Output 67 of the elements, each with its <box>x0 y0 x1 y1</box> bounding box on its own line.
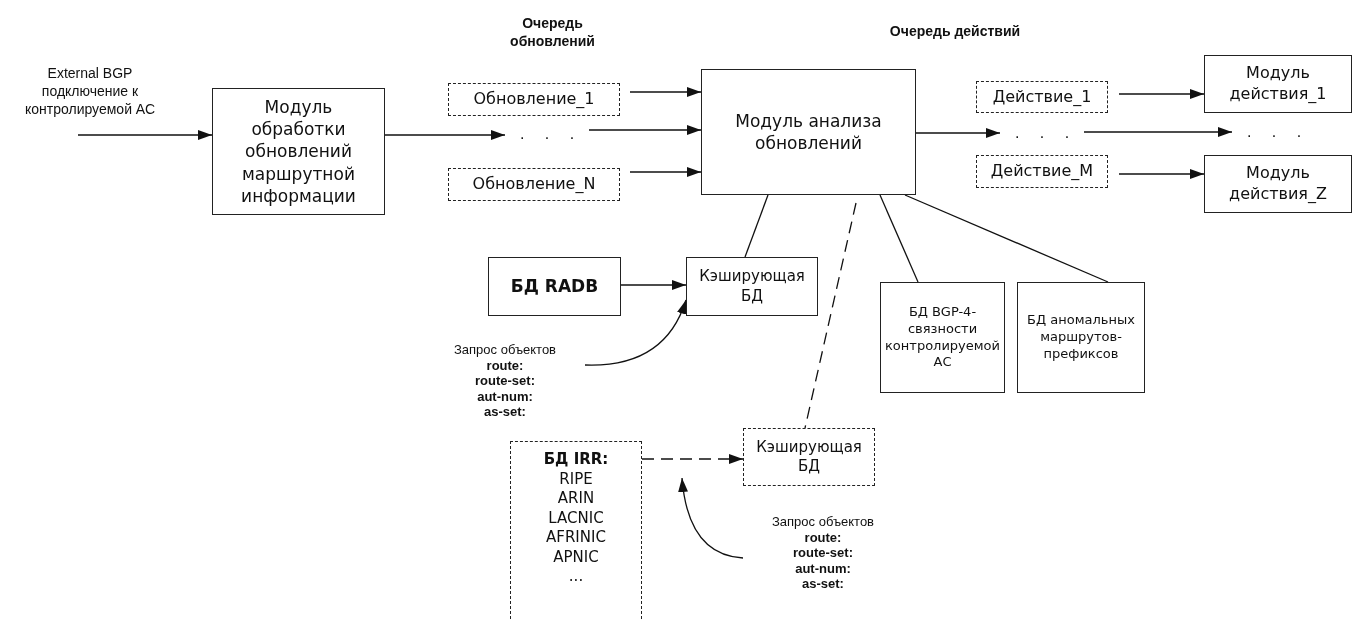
arrow <box>915 128 1001 138</box>
object-type-text: aut-num: <box>477 388 533 405</box>
arrow <box>641 454 744 464</box>
queue-box <box>976 81 1108 113</box>
arrow <box>77 130 213 140</box>
process-box <box>488 257 621 316</box>
process-box <box>1204 55 1352 113</box>
box-text: БД BGP-4-связности контролируемой АС <box>885 303 1000 372</box>
connector-line <box>744 194 769 258</box>
query-text: Запрос объектов <box>771 514 875 530</box>
list-item: LACNIC <box>548 508 604 528</box>
box-text: Кэширующая БД <box>698 267 806 306</box>
connector-line <box>804 202 857 429</box>
ellipsis-text: . . . <box>1000 121 1084 145</box>
box-text: БД аномальных маршрутов-префиксов <box>1026 312 1136 363</box>
queue-box <box>448 83 620 116</box>
list-item: ARIN <box>557 489 595 509</box>
list-item: AFRINIC <box>546 528 606 548</box>
process-box <box>701 69 916 195</box>
queue-heading: Очередь действий <box>888 22 1022 41</box>
connector-line <box>879 194 919 283</box>
object-type-text: aut-num: <box>795 560 851 577</box>
box-text: Действие_M <box>990 161 1094 182</box>
arrow <box>620 280 687 290</box>
box-text: БД IRR: <box>543 450 609 470</box>
connector-line <box>904 194 1109 283</box>
box-text: Модуль действия_1 <box>1228 63 1328 105</box>
queue-heading: Очередь обновлений <box>509 14 596 51</box>
box-text: Модуль действия_Z <box>1228 163 1328 205</box>
box-text: Обновление_N <box>472 174 596 195</box>
process-box <box>1017 282 1145 393</box>
arrow <box>384 130 506 140</box>
process-box <box>212 88 385 215</box>
queue-box <box>510 441 642 619</box>
ellipsis-text: . . . <box>505 122 589 146</box>
object-type-text: as-set: <box>802 576 844 592</box>
box-text: Действие_1 <box>992 86 1092 108</box>
arrow <box>584 299 687 366</box>
queue-box <box>976 155 1108 188</box>
process-box <box>880 282 1005 393</box>
object-type-text: route-set: <box>793 545 853 561</box>
leader-arrow <box>678 477 744 559</box>
query-text: Запрос объектов <box>453 342 557 358</box>
object-type-text: route: <box>486 357 524 374</box>
object-type-text: as-set: <box>484 404 526 420</box>
arrow <box>1083 127 1233 137</box>
process-box <box>1204 155 1352 213</box>
list-item: APNIC <box>553 547 599 567</box>
arrow <box>1118 169 1205 179</box>
arrow <box>1118 89 1205 99</box>
box-text: Модуль обработки обновлений маршрутной информации <box>240 96 357 207</box>
object-type-text: route: <box>804 529 842 546</box>
list-item: RIPE <box>559 469 593 489</box>
box-text: Модуль анализа обновлений <box>734 109 883 155</box>
ellipsis-text: . . . <box>1232 120 1316 144</box>
box-text: Обновление_1 <box>473 89 595 110</box>
process-box <box>686 257 818 316</box>
input-label: External BGP подключение к контролируемой АС <box>24 64 156 119</box>
queue-box <box>448 168 620 201</box>
box-text: Кэширующая БД <box>755 437 863 477</box>
object-type-text: route-set: <box>475 373 535 389</box>
box-text: БД RADB <box>510 275 599 298</box>
list-item: ... <box>568 567 584 587</box>
queue-box <box>743 428 875 486</box>
arrow <box>629 167 702 177</box>
arrow <box>629 87 702 97</box>
arrow <box>588 125 702 135</box>
